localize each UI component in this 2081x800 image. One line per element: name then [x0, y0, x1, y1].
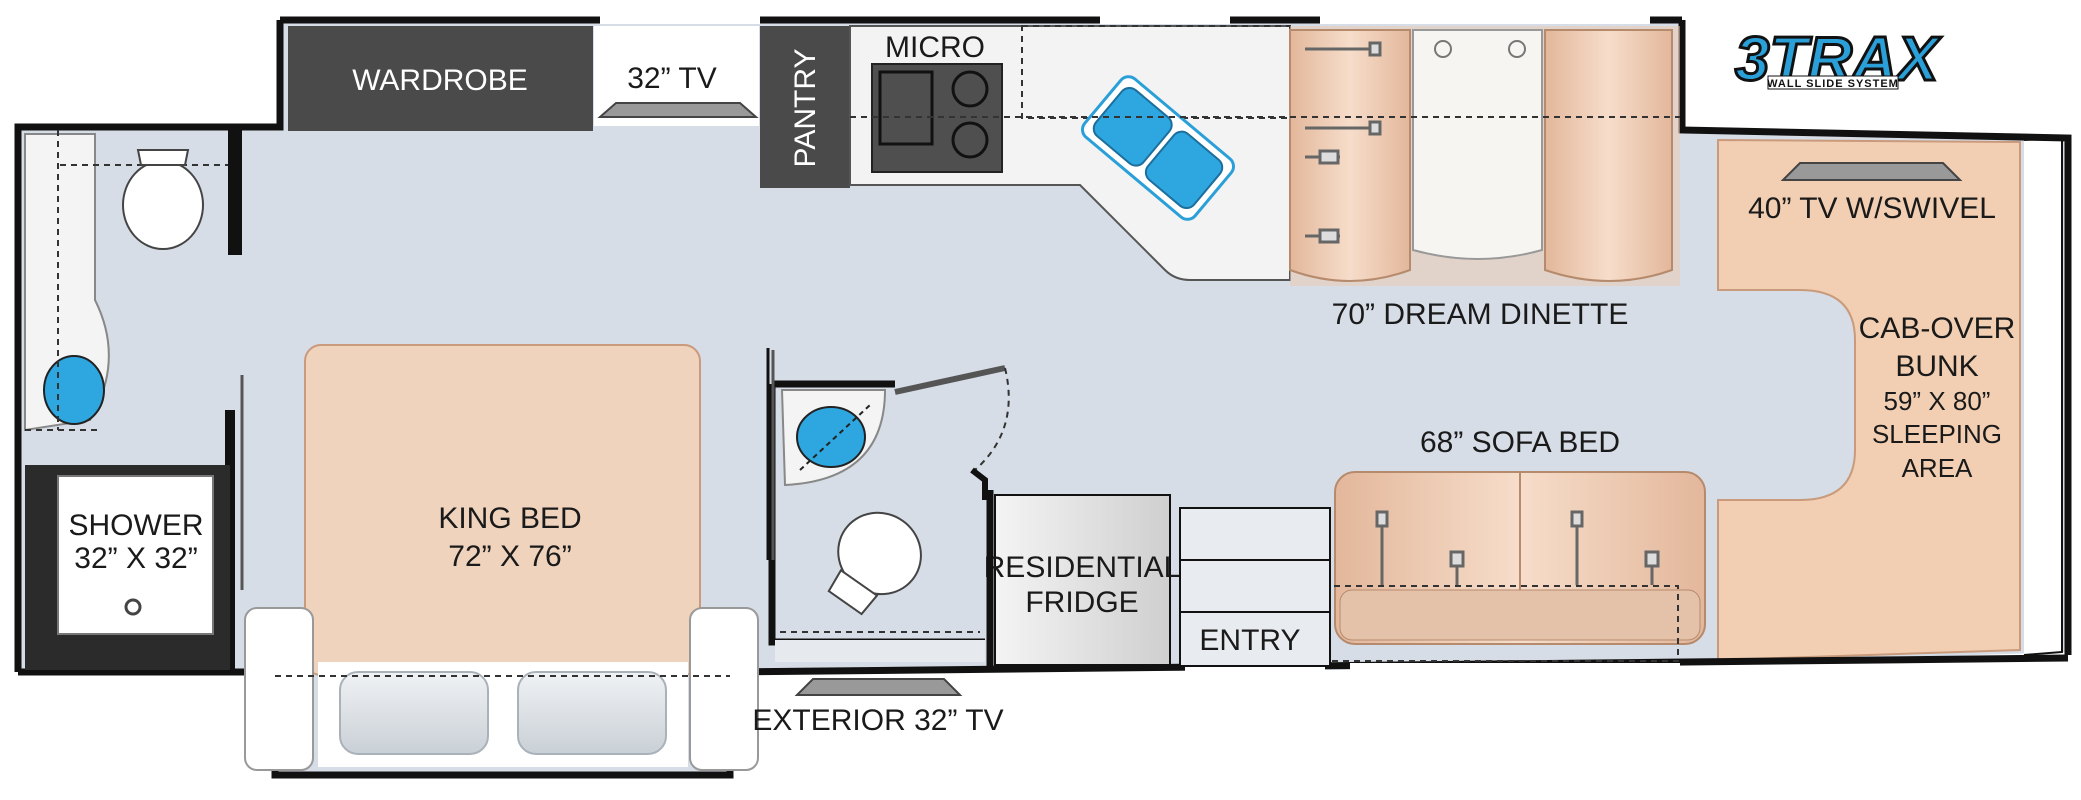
fridge-label-1: RESIDENTIAL [984, 551, 1181, 584]
shower-pan [57, 475, 214, 635]
cooktop-burner [951, 121, 989, 159]
exterior-tv-icon [794, 678, 963, 696]
sink-dashed [799, 404, 871, 471]
bath-door-swing [974, 367, 1010, 471]
cooktop-burner-square [878, 70, 934, 146]
cabover-label-3: 59” X 80” [1884, 386, 1991, 416]
pantry-label: PANTRY [789, 49, 822, 168]
micro-label: MICRO [885, 31, 985, 64]
pantry [760, 26, 850, 188]
entry-steps [1179, 507, 1331, 667]
cabover-label-4: SLEEPING [1872, 419, 2002, 449]
dinette-label: 70” DREAM DINETTE [1332, 298, 1629, 331]
tv-40-icon [1780, 162, 1963, 181]
window [1185, 664, 1325, 672]
entry-label: ENTRY [1199, 624, 1300, 657]
king-bed-label-1: KING BED [438, 502, 581, 535]
kitchen-sink [1081, 75, 1235, 221]
3trax-logo: 3TRAX WALL SLIDE SYSTEM [1734, 24, 1944, 96]
outer-wall-left [14, 20, 284, 672]
toilet-mid [827, 511, 922, 616]
cab-over-bunk [1717, 138, 2021, 662]
window [1320, 16, 1650, 24]
bath-sink-basin [796, 406, 866, 468]
shower-label-2: 32” X 32” [74, 542, 197, 575]
cabover-label-2: BUNK [1895, 350, 1978, 383]
pillow [517, 671, 667, 755]
tv-32-icon [597, 102, 759, 118]
nightstand-left [244, 607, 314, 771]
window [1350, 663, 1680, 671]
fridge-label-2: FRIDGE [1025, 586, 1138, 619]
cabover-label-1: CAB-OVER [1859, 312, 2016, 345]
dinette-seat-right [1544, 29, 1673, 282]
bath-door [894, 365, 1006, 395]
wardrobe-label: WARDROBE [352, 64, 528, 97]
logo-subtitle: WALL SLIDE SYSTEM [1767, 78, 1899, 90]
rear-sink-basin [43, 355, 105, 425]
door-jamb [970, 467, 988, 500]
window [600, 16, 760, 24]
seat-belts [1305, 41, 1382, 244]
tv-40-label: 40” TV W/SWIVEL [1748, 192, 1996, 225]
sofa-cushion [1339, 589, 1701, 641]
dinette-seat-left [1289, 29, 1411, 282]
nightstand-right [689, 607, 759, 771]
rear-vanity-dash [25, 130, 230, 431]
cab-windshield [2023, 136, 2063, 656]
table-peg [1508, 40, 1526, 58]
window [1100, 16, 1230, 24]
cabover-label-5: AREA [1902, 453, 1973, 483]
exterior-tv-label: EXTERIOR 32” TV [752, 704, 1003, 737]
residential-fridge [994, 494, 1171, 666]
bath-floor-strip [775, 640, 985, 662]
cooktop-burner [951, 70, 989, 108]
sofa-label: 68” SOFA BED [1420, 426, 1620, 459]
king-bed-label-2: 72” X 76” [448, 540, 571, 573]
pillow [339, 671, 489, 755]
toilet-rear [122, 149, 204, 250]
wardrobe [288, 26, 593, 131]
table-peg [1434, 40, 1452, 58]
dinette-table [1412, 29, 1543, 260]
shower-label-1: SHOWER [69, 509, 204, 542]
outer-wall-front [1678, 20, 2072, 655]
shower-drain [124, 598, 142, 616]
sofa-seat-belts [1375, 510, 1660, 585]
tv-32-label: 32” TV [627, 62, 717, 95]
